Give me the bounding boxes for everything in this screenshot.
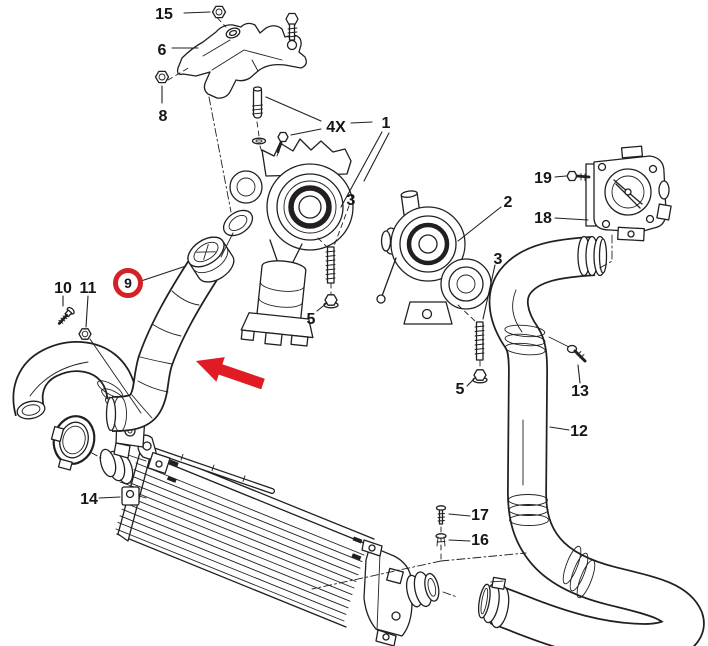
callout-5-left: 5: [307, 311, 316, 328]
bolt-19-glyph: [566, 170, 591, 182]
callout-labels: 15 6 8 4X 1 3 5 2 3 5 19 18 13 12 10 11 …: [54, 6, 589, 549]
callout-14: 14: [80, 491, 98, 508]
screw-17-glyph: [435, 505, 447, 525]
clip-16-glyph: [435, 533, 447, 550]
nut-8-glyph: [154, 70, 170, 84]
callout-6: 6: [158, 42, 167, 59]
assembly-lines: [89, 17, 613, 598]
callout-18: 18: [534, 210, 552, 227]
callout-2: 2: [504, 194, 513, 211]
intercooler-drawing: [99, 434, 440, 646]
intercooler-fins: [115, 462, 365, 622]
stud-4x-glyph: [251, 86, 267, 145]
bolt-4x-glyph: [276, 131, 289, 154]
highlighted-charge-air-hose-drawing: [105, 236, 235, 432]
throttle-body-drawing: [585, 145, 672, 242]
wastegate-actuator-drawing: [240, 260, 314, 347]
highlight-marks: 9: [113, 268, 265, 390]
support-bracket-drawing: [176, 22, 307, 99]
callout-3-right: 3: [494, 251, 503, 268]
callout-11: 11: [80, 280, 97, 297]
callout-1: 1: [382, 115, 391, 132]
hose-clamp-left-drawing: [50, 415, 96, 471]
callout-4x: 4X: [326, 119, 346, 136]
left-arch-hose-drawing: [12, 341, 138, 471]
screw-10-glyph: [57, 306, 75, 325]
leader-lines: [62, 11, 589, 542]
nut-11-glyph: [78, 328, 92, 340]
callout-15: 15: [155, 6, 173, 23]
callout-17: 17: [471, 507, 489, 524]
fasteners: [57, 5, 591, 550]
callout-8: 8: [159, 108, 168, 125]
screw-13-glyph: [566, 344, 587, 363]
callout-19: 19: [534, 170, 552, 187]
nut-15-glyph: [211, 5, 227, 19]
stud-3-left-glyph: [325, 246, 336, 284]
turbocharger-center-drawing: [222, 138, 354, 347]
intercooler-bracket-14-drawing: [121, 486, 147, 506]
intercooler-inlet-drawing: [99, 448, 147, 490]
callout-3-left: 3: [347, 192, 356, 209]
callout-9-highlighted: 9: [124, 275, 132, 291]
hose-clamp-right-drawing: [477, 576, 510, 629]
callout-12: 12: [570, 423, 588, 440]
bolt-5-right-glyph: [472, 369, 488, 384]
bolt-top-right-glyph: [285, 12, 299, 41]
callout-5-right: 5: [456, 381, 465, 398]
pointer-arrow-icon: [196, 357, 265, 390]
outlet-air-hose-drawing: [477, 235, 705, 646]
hose-end-cuff-drawing: [187, 236, 235, 283]
intercooler-outlet-drawing: [405, 571, 440, 608]
stud-3-right-glyph: [474, 321, 485, 361]
bolt-5-left-glyph: [323, 294, 339, 309]
turbocharger-right-drawing: [376, 190, 492, 325]
callout-16: 16: [471, 532, 489, 549]
callout-10: 10: [54, 280, 72, 297]
callout-13: 13: [571, 383, 589, 400]
highlight-ring: [113, 268, 143, 298]
